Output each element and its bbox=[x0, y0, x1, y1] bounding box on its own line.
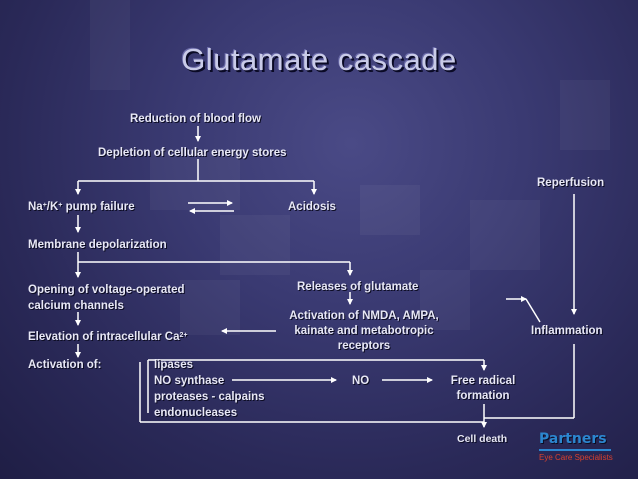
enzyme-endonucleases: endonucleases bbox=[154, 407, 238, 419]
background-tile bbox=[180, 280, 240, 335]
node-releases-glutamate: Releases of glutamate bbox=[297, 281, 419, 293]
background-tile bbox=[560, 80, 610, 150]
node-elevation-calcium: Elevation of intracellular Ca2+ bbox=[28, 330, 187, 345]
elevation-text: Elevation of intracellular Ca bbox=[28, 331, 180, 343]
node-pump-failure: Na+/K+ pump failure bbox=[28, 200, 135, 215]
node-no: NO bbox=[352, 375, 370, 387]
node-membrane-depolarization: Membrane depolarization bbox=[28, 239, 167, 251]
background-tile bbox=[90, 0, 130, 90]
partners-tagline: Eye Care Specialists bbox=[539, 453, 613, 462]
enzyme-no-synthase: NO synthase bbox=[154, 375, 225, 387]
node-depletion-energy: Depletion of cellular energy stores bbox=[98, 147, 287, 159]
background-tile bbox=[360, 185, 420, 235]
pump-failure-text: pump failure bbox=[62, 201, 135, 213]
pump-sup-1: + bbox=[42, 202, 47, 209]
node-acidosis: Acidosis bbox=[288, 201, 336, 213]
pump-k: /K bbox=[46, 201, 59, 213]
node-opening-channels: Opening of voltage-operated calcium chan… bbox=[28, 284, 185, 312]
background-tile bbox=[220, 215, 290, 275]
node-inflammation: Inflammation bbox=[531, 325, 603, 337]
slide-title: Glutamate cascade bbox=[181, 42, 457, 77]
partners-logo: Partners bbox=[539, 431, 607, 447]
logo-underline bbox=[539, 449, 611, 451]
background-tile bbox=[420, 270, 470, 330]
node-cell-death: Cell death bbox=[457, 433, 508, 445]
pump-na: Na bbox=[28, 201, 43, 213]
node-free-radical-formation: Free radical formation bbox=[450, 375, 516, 402]
node-activation-receptors: Activation of NMDA, AMPA, kainate and me… bbox=[289, 310, 439, 352]
node-reperfusion: Reperfusion bbox=[537, 177, 605, 189]
enzyme-lipases: lipases bbox=[154, 359, 193, 371]
calcium-charge: 2+ bbox=[179, 332, 188, 339]
node-reduction-blood-flow: Reduction of blood flow bbox=[130, 113, 261, 125]
arrow-diag-tail bbox=[525, 298, 541, 323]
background-tile bbox=[150, 150, 240, 210]
pump-sup-2: + bbox=[58, 202, 63, 209]
node-activation-of: Activation of: bbox=[28, 359, 102, 371]
enzyme-proteases-calpains: proteases - calpains bbox=[154, 391, 265, 403]
background-tile bbox=[470, 200, 540, 270]
